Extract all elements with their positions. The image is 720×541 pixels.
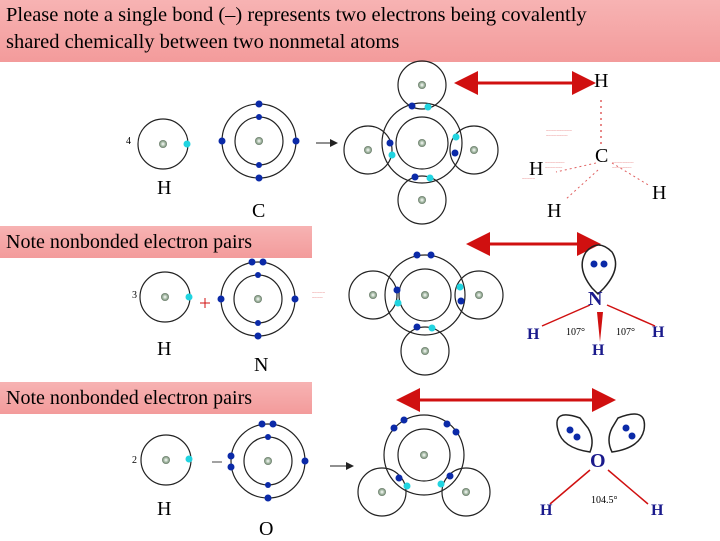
tiny-annotation: ~~~~~~~~~~~~~~~~~~~ — [612, 160, 634, 170]
ammonia-angle-left: 107° — [566, 327, 585, 338]
methane-c-label: C — [252, 200, 266, 222]
methane-structure-bottom-h: H — [547, 200, 562, 222]
ammonia-structure-right-h: H — [652, 324, 665, 341]
ammonia-molecule — [348, 251, 504, 376]
water-h-count: 2 — [132, 455, 137, 466]
nucleus — [159, 140, 167, 148]
water-lone-pair-lobe-left — [556, 414, 593, 453]
ammonia-n-atom — [217, 258, 299, 340]
water-h-label: H — [157, 498, 172, 520]
methane-structure-top-h: H — [594, 70, 609, 92]
ammonia-h-atom — [139, 271, 193, 323]
water-o-label: O — [259, 518, 274, 540]
header-line-2: shared chemically between two nonmetal a… — [6, 31, 400, 53]
methane-structure-right-h: H — [652, 182, 667, 204]
tiny-annotation: ~~~~~~~~~~~~~~~~~ — [545, 160, 565, 170]
water-structure-center-o: O — [590, 450, 606, 472]
ammonia-h-count: 3 — [132, 290, 137, 301]
tiny-annotation: ~~~~~~ — [522, 176, 535, 181]
electron — [183, 140, 191, 148]
ammonia-structure-center-n: N — [588, 288, 603, 310]
ammonia-h-label: H — [157, 338, 172, 360]
water-angle: 104.5° — [591, 495, 618, 506]
methane-molecule — [343, 60, 499, 225]
note-nonbonded-pairs-2: Note nonbonded electron pairs — [0, 382, 312, 414]
methane-h-label: H — [157, 177, 172, 199]
methane-c-atom — [218, 100, 300, 182]
note-nonbonded-pairs-1: Note nonbonded electron pairs — [0, 226, 312, 258]
methane-structure-left-h: H — [529, 158, 544, 180]
tiny-annotation: ~~~~~~~~~~~ — [312, 290, 325, 300]
ammonia-angle-right: 107° — [616, 327, 635, 338]
water-o-atom — [227, 420, 309, 502]
water-molecule — [357, 414, 491, 517]
ammonia-structure-bottom-h: H — [592, 342, 605, 359]
ammonia-structure-left-h: H — [527, 326, 540, 343]
water-structure-right-h: H — [651, 502, 664, 519]
methane-structure-center-c: C — [595, 145, 609, 167]
water-structure-left-h: H — [540, 502, 553, 519]
ammonia-n-label: N — [254, 354, 269, 376]
methane-h-atom — [137, 118, 191, 170]
header-banner: Please note a single bond (–) represents… — [0, 0, 720, 62]
header-line-1: Please note a single bond (–) represents… — [6, 4, 587, 26]
water-lone-pair-lobe-right — [608, 413, 646, 453]
ammonia-lone-pair-lobe — [581, 244, 617, 296]
tiny-annotation: ~~~~~~~~~~~~~~~~~~~~~~ — [546, 128, 572, 138]
methane-h-count: 4 — [126, 136, 131, 147]
water-h-atom — [140, 434, 193, 486]
